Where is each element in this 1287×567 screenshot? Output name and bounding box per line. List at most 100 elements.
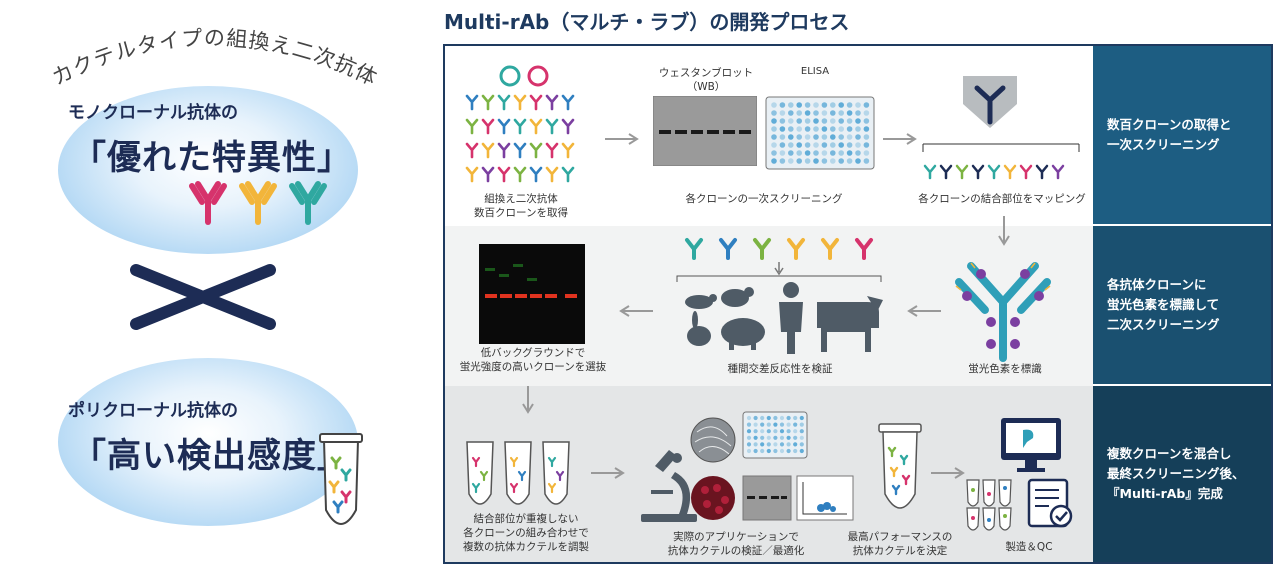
plate-well <box>786 435 791 440</box>
plate-well <box>793 442 798 447</box>
plate-well <box>838 142 844 148</box>
plate-well <box>813 134 819 140</box>
plate-well <box>746 429 752 434</box>
plate-well <box>760 429 765 434</box>
side-label-3: 複数クローンを混合し 最終スクリーニング後、 『Multi-rAb』完成 <box>1093 386 1271 562</box>
plate-well <box>821 134 828 140</box>
plate-well <box>773 429 778 434</box>
plate-well <box>863 142 870 148</box>
plate-well <box>746 442 752 447</box>
row3-step4-label: 製造＆QC <box>1005 541 1053 553</box>
plate-well <box>863 110 870 116</box>
plate-well <box>813 102 819 108</box>
plate-well <box>793 448 798 454</box>
plate-well <box>779 110 786 116</box>
plate-well <box>788 150 794 156</box>
plate-well <box>846 118 853 124</box>
plate-well <box>838 110 844 116</box>
plate-well <box>766 435 771 440</box>
plate-well <box>863 134 870 140</box>
plate-well <box>821 110 828 116</box>
plate-well <box>793 429 798 434</box>
plate-well <box>786 422 791 427</box>
plate-well <box>813 158 819 164</box>
plate-well <box>838 118 844 124</box>
plate-well <box>796 118 802 124</box>
plate-well <box>813 150 819 156</box>
plate-well <box>746 422 752 427</box>
plate-well <box>846 142 853 148</box>
plate-well <box>793 415 798 421</box>
plate-well <box>799 422 804 427</box>
plate-well <box>804 118 811 124</box>
side-label-1: 数百クローンの取得と 一次スクリーニング <box>1093 46 1271 224</box>
side-label-2: 各抗体クローンに 蛍光色素を標識して 二次スクリーニング <box>1093 226 1271 384</box>
plate-well <box>779 435 785 440</box>
plate-well <box>766 422 771 427</box>
plate-well <box>846 134 853 140</box>
plate-well <box>799 415 804 421</box>
epitope-mapping-icon <box>922 76 1080 180</box>
plate-well <box>796 102 802 108</box>
plate-well <box>830 158 836 164</box>
plate-well <box>779 118 786 124</box>
plate-well <box>788 142 794 148</box>
monoclonal-title: 「優れた特異性」 <box>72 138 352 178</box>
plate-well <box>766 448 771 454</box>
arrow-down-icon-2 <box>522 386 534 414</box>
row3-step1-label: 結合部位が重複しない 各クローンの組み合わせで 複数の抗体カクテルを調製 <box>463 513 589 553</box>
plate-well <box>863 102 870 108</box>
plate-well <box>804 142 811 148</box>
plate-well <box>863 150 870 156</box>
plate-well <box>779 142 786 148</box>
plate-well <box>804 126 811 132</box>
plate-well <box>855 134 861 140</box>
plate-well <box>760 442 765 447</box>
plate-well <box>779 134 786 140</box>
plate-well <box>766 442 771 447</box>
plate-well <box>830 118 836 124</box>
plate-well <box>813 118 819 124</box>
plate-well <box>830 126 836 132</box>
plate-well <box>786 415 791 421</box>
plate-well <box>771 150 777 156</box>
plate-well <box>753 429 758 434</box>
plate-well <box>779 126 786 132</box>
arc-heading-text: カクテルタイプの組換え二次抗体 <box>48 26 380 91</box>
row2-step3-label: 低バックグラウンドで 蛍光強度の高いクローンを選抜 <box>459 347 607 373</box>
arrow-left-icon-2 <box>619 305 653 317</box>
plate-well <box>753 415 758 421</box>
plate-well <box>799 429 804 434</box>
plate-well <box>830 150 836 156</box>
plate-well <box>804 158 811 164</box>
plate-well <box>799 442 804 447</box>
plate-well <box>771 134 777 140</box>
plate-well <box>788 110 794 116</box>
arrow-right-icon-2 <box>883 133 917 145</box>
arrow-right-icon-4 <box>931 467 965 479</box>
antibody-cocktail-tubes-icon <box>466 441 570 505</box>
plate-well <box>838 150 844 156</box>
plate-well <box>788 134 794 140</box>
species-cross-reactivity-icon <box>676 238 883 354</box>
plate-well <box>846 110 853 116</box>
plate-well <box>855 110 861 116</box>
plate-well <box>830 142 836 148</box>
plate-well <box>773 448 778 454</box>
plate-well <box>796 158 802 164</box>
antibody-trio-icon <box>189 181 327 225</box>
plate-well <box>821 126 828 132</box>
row2-step1-label: 蛍光色素を標識 <box>968 363 1042 375</box>
plate-well <box>779 429 785 434</box>
plate-well <box>855 150 861 156</box>
plate-well <box>773 422 778 427</box>
plate-well <box>855 126 861 132</box>
best-cocktail-tube-icon <box>878 423 922 509</box>
application-validation-icon <box>641 411 854 522</box>
elisa-plate-image <box>765 96 875 170</box>
row1-step2-label: 各クローンの一次スクリーニング <box>685 193 843 205</box>
plate-well <box>753 422 758 427</box>
plate-well <box>846 102 853 108</box>
arc-heading: カクテルタイプの組換え二次抗体 <box>48 26 380 91</box>
plate-well <box>753 435 758 440</box>
